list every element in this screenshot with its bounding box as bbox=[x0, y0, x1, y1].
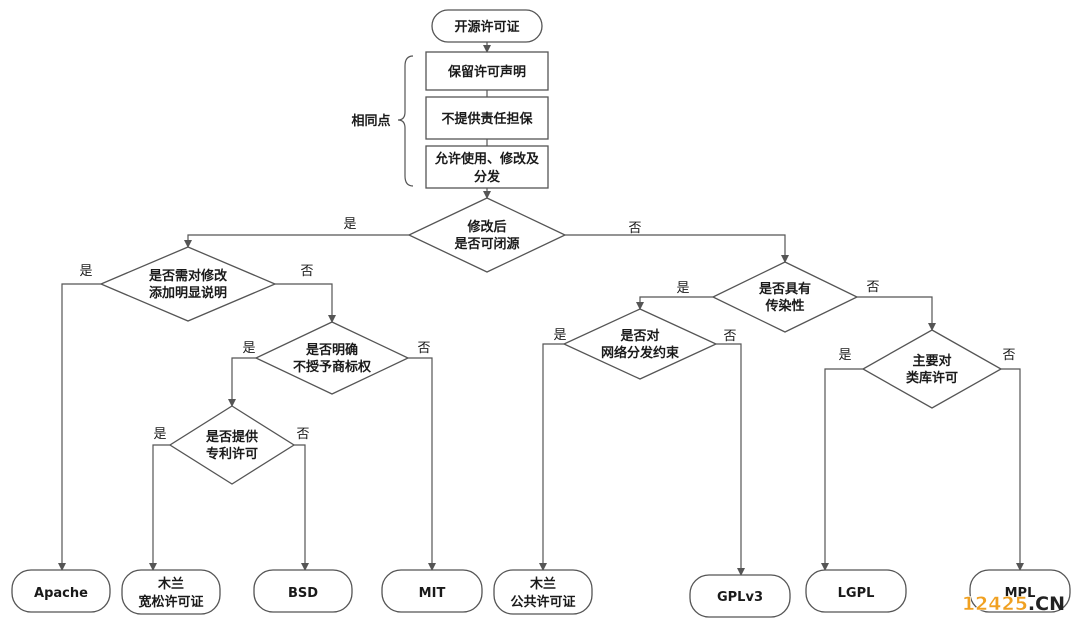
decision-library bbox=[861, 329, 1003, 409]
edge-network-yes bbox=[539, 343, 564, 571]
closed-no-label: 否 bbox=[628, 221, 641, 236]
license-gplv3-label: GPLv3 bbox=[717, 590, 763, 605]
edge-patent-yes bbox=[149, 444, 170, 571]
decision-notice-label-2: 添加明显说明 bbox=[149, 285, 227, 301]
decision-viral bbox=[711, 261, 859, 333]
edge-trademark-yes bbox=[228, 357, 256, 407]
edge-notice-yes bbox=[58, 283, 101, 571]
license-mit bbox=[381, 569, 483, 613]
common-brace bbox=[397, 55, 414, 187]
license-mulan-pub-label-1: 木兰 bbox=[529, 576, 556, 592]
edge-closed-yes bbox=[184, 234, 409, 248]
license-mit-label: MIT bbox=[419, 586, 446, 601]
license-apache-label: Apache bbox=[34, 586, 88, 601]
edge-closed-no bbox=[565, 234, 789, 263]
license-lgpl-label: LGPL bbox=[838, 586, 875, 601]
decision-library-label-1: 主要对 bbox=[912, 353, 951, 369]
patent-no-label: 否 bbox=[296, 427, 309, 442]
viral-no-label: 否 bbox=[866, 280, 879, 295]
network-yes-label: 是 bbox=[553, 328, 566, 343]
license-mpl-label: MPL bbox=[1005, 586, 1036, 601]
common-label-1: 保留许可声明 bbox=[447, 64, 526, 80]
common-label-2: 不提供责任担保 bbox=[441, 111, 533, 127]
decision-patent-label-2: 专利许可 bbox=[206, 446, 258, 462]
edge-notice-no bbox=[275, 283, 336, 323]
edge-patent-no bbox=[294, 444, 309, 571]
license-mulan-psl bbox=[121, 569, 221, 615]
decision-modification-notice bbox=[99, 246, 277, 322]
decision-library-label-2: 类库许可 bbox=[906, 370, 958, 386]
root-label: 开源许可证 bbox=[454, 19, 519, 35]
watermark: 12425.CN bbox=[962, 593, 1065, 615]
common-points-label: 相同点 bbox=[351, 113, 390, 129]
decision-viral-label-2: 传染性 bbox=[764, 298, 804, 314]
decision-patent bbox=[168, 405, 296, 485]
license-gplv3 bbox=[689, 574, 791, 618]
decision-network-label-1: 是否对 bbox=[619, 328, 659, 344]
common-label-3a: 允许使用、修改及 bbox=[434, 151, 540, 167]
license-mulan-pub-label-2: 公共许可证 bbox=[510, 594, 575, 610]
decision-network bbox=[562, 308, 718, 380]
common-label-3b: 分发 bbox=[474, 169, 501, 185]
decision-closed-label-1: 修改后 bbox=[466, 219, 506, 235]
edge-library-no bbox=[1001, 368, 1024, 571]
license-mulan-pub bbox=[493, 569, 593, 615]
license-bsd-label: BSD bbox=[288, 586, 318, 601]
library-yes-label: 是 bbox=[838, 348, 851, 363]
edge-library-yes bbox=[821, 368, 863, 571]
decision-network-label-2: 网络分发约束 bbox=[601, 345, 680, 361]
notice-no-label: 否 bbox=[300, 264, 313, 279]
common-box-1 bbox=[425, 51, 549, 91]
decision-trademark-label-1: 是否明确 bbox=[305, 342, 358, 358]
decision-closed-source bbox=[407, 197, 567, 273]
license-mpl bbox=[969, 569, 1071, 613]
decision-patent-label-1: 是否提供 bbox=[205, 429, 258, 445]
decision-trademark-label-2: 不授予商标权 bbox=[293, 359, 372, 375]
decision-closed-label-2: 是否可闭源 bbox=[453, 236, 519, 252]
edge-trademark-no bbox=[408, 357, 436, 571]
trademark-yes-label: 是 bbox=[242, 341, 255, 356]
viral-yes-label: 是 bbox=[676, 281, 689, 296]
trademark-no-label: 否 bbox=[417, 341, 430, 356]
closed-yes-label: 是 bbox=[343, 217, 356, 232]
license-mulan-psl-label-1: 木兰 bbox=[157, 576, 184, 592]
edge-viral-yes bbox=[636, 296, 713, 310]
license-mulan-psl-label-2: 宽松许可证 bbox=[137, 594, 203, 610]
license-apache bbox=[11, 569, 111, 613]
watermark-suffix: .CN bbox=[1028, 593, 1065, 615]
license-bsd bbox=[253, 569, 353, 613]
notice-yes-label: 是 bbox=[79, 264, 92, 279]
decision-viral-label-1: 是否具有 bbox=[758, 281, 811, 297]
edge-network-no bbox=[716, 343, 745, 576]
decision-notice-label-1: 是否需对修改 bbox=[148, 268, 228, 284]
decision-trademark bbox=[254, 321, 410, 395]
network-no-label: 否 bbox=[723, 329, 736, 344]
edge-viral-no bbox=[857, 296, 936, 331]
library-no-label: 否 bbox=[1002, 348, 1015, 363]
license-lgpl bbox=[805, 569, 907, 613]
patent-yes-label: 是 bbox=[153, 427, 166, 442]
common-box-3 bbox=[425, 145, 549, 189]
watermark-main: 12425 bbox=[962, 593, 1028, 615]
